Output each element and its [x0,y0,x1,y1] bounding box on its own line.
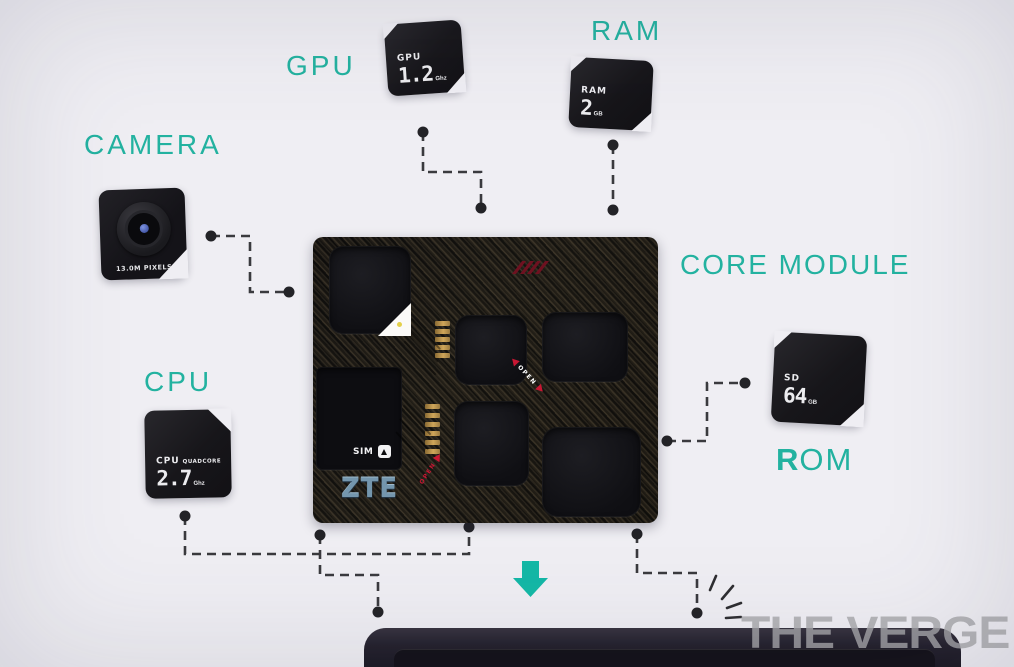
open-arrow-right-icon [534,383,546,395]
chip-corner-bevel [631,111,652,132]
ram-chip: RAM 2GB [568,57,654,131]
ram-chip-unit: GB [593,111,603,118]
sim-indicator: SIM [353,445,392,458]
module-slot [542,312,628,382]
chip-corner-bevel [840,402,865,427]
chip-corner-bevel [207,408,231,432]
gpu-chip-text: GPU 1.2Ghz [397,52,447,88]
gold-contact-pins [435,321,450,358]
board-groove [407,329,439,363]
gpu-label: GPU [286,50,356,81]
phone-body [364,628,961,667]
module-slot [455,315,527,385]
core-module-label: CORE MODULE [680,249,911,280]
open-label: OPEN [417,460,438,486]
chip-corner-bevel [383,23,400,40]
cpu-chip-subtitle: QUADCORE [182,458,222,466]
cpu-label: CPU [144,366,213,397]
ram-chip-text: RAM 2GB [579,85,608,121]
board-groove [403,340,437,376]
rom-label-r: R [776,442,800,477]
rom-chip-text: SD 64GB [782,373,819,409]
snap-burst-icon [708,574,743,620]
chip-corner-bevel [774,331,793,350]
phone-screen-inset [394,649,935,667]
connector-endpoint-dots [179,126,751,619]
down-arrow-icon [513,561,548,597]
rom-connector-line [667,381,745,443]
verge-watermark: THE VERGE [741,608,1010,659]
ram-label: RAM [591,15,663,46]
camera-connector-line [211,234,289,294]
rom-chip-unit: GB [807,399,818,406]
ram-chip-value: 2 [579,95,593,121]
gpu-connector-line [421,132,483,208]
rom-label: ROM [776,442,853,478]
camera-module-chip: 13.0M PIXELS [98,187,187,281]
red-stripe-marks [511,261,549,274]
gpu-chip: GPU 1.2Ghz [383,19,466,97]
sim-eject-icon [378,445,392,458]
camera-lens-glint [139,223,149,234]
cpu-chip-unit: Ghz [193,480,205,487]
core-module-board: OPEN OPEN SIM ZTE [313,237,658,523]
rom-chip-value: 64 [782,383,807,409]
open-arrow-icon [432,452,444,463]
gpu-chip-unit: Ghz [435,75,447,83]
cpu-chip-value: 2.7 [156,465,192,491]
core-to-phone-right-line [635,534,699,613]
rom-label-om: OM [799,442,854,477]
module-slot [542,427,641,517]
camera-lens-inner [124,209,164,249]
gpu-chip-value: 1.2 [397,61,434,88]
camera-lens-icon [115,201,172,257]
core-to-phone-left-line [318,535,380,612]
chip-corner-bevel [445,72,466,93]
sim-label: SIM [353,446,374,457]
gold-contact-pins [425,404,440,454]
cpu-connector-line [183,516,471,556]
module-slot [454,401,529,486]
camera-label: CAMERA [84,129,222,160]
rom-chip: SD 64GB [770,331,868,427]
yellow-dot [397,322,402,327]
zte-logo: ZTE [341,473,399,504]
chip-corner-bevel [570,56,587,73]
